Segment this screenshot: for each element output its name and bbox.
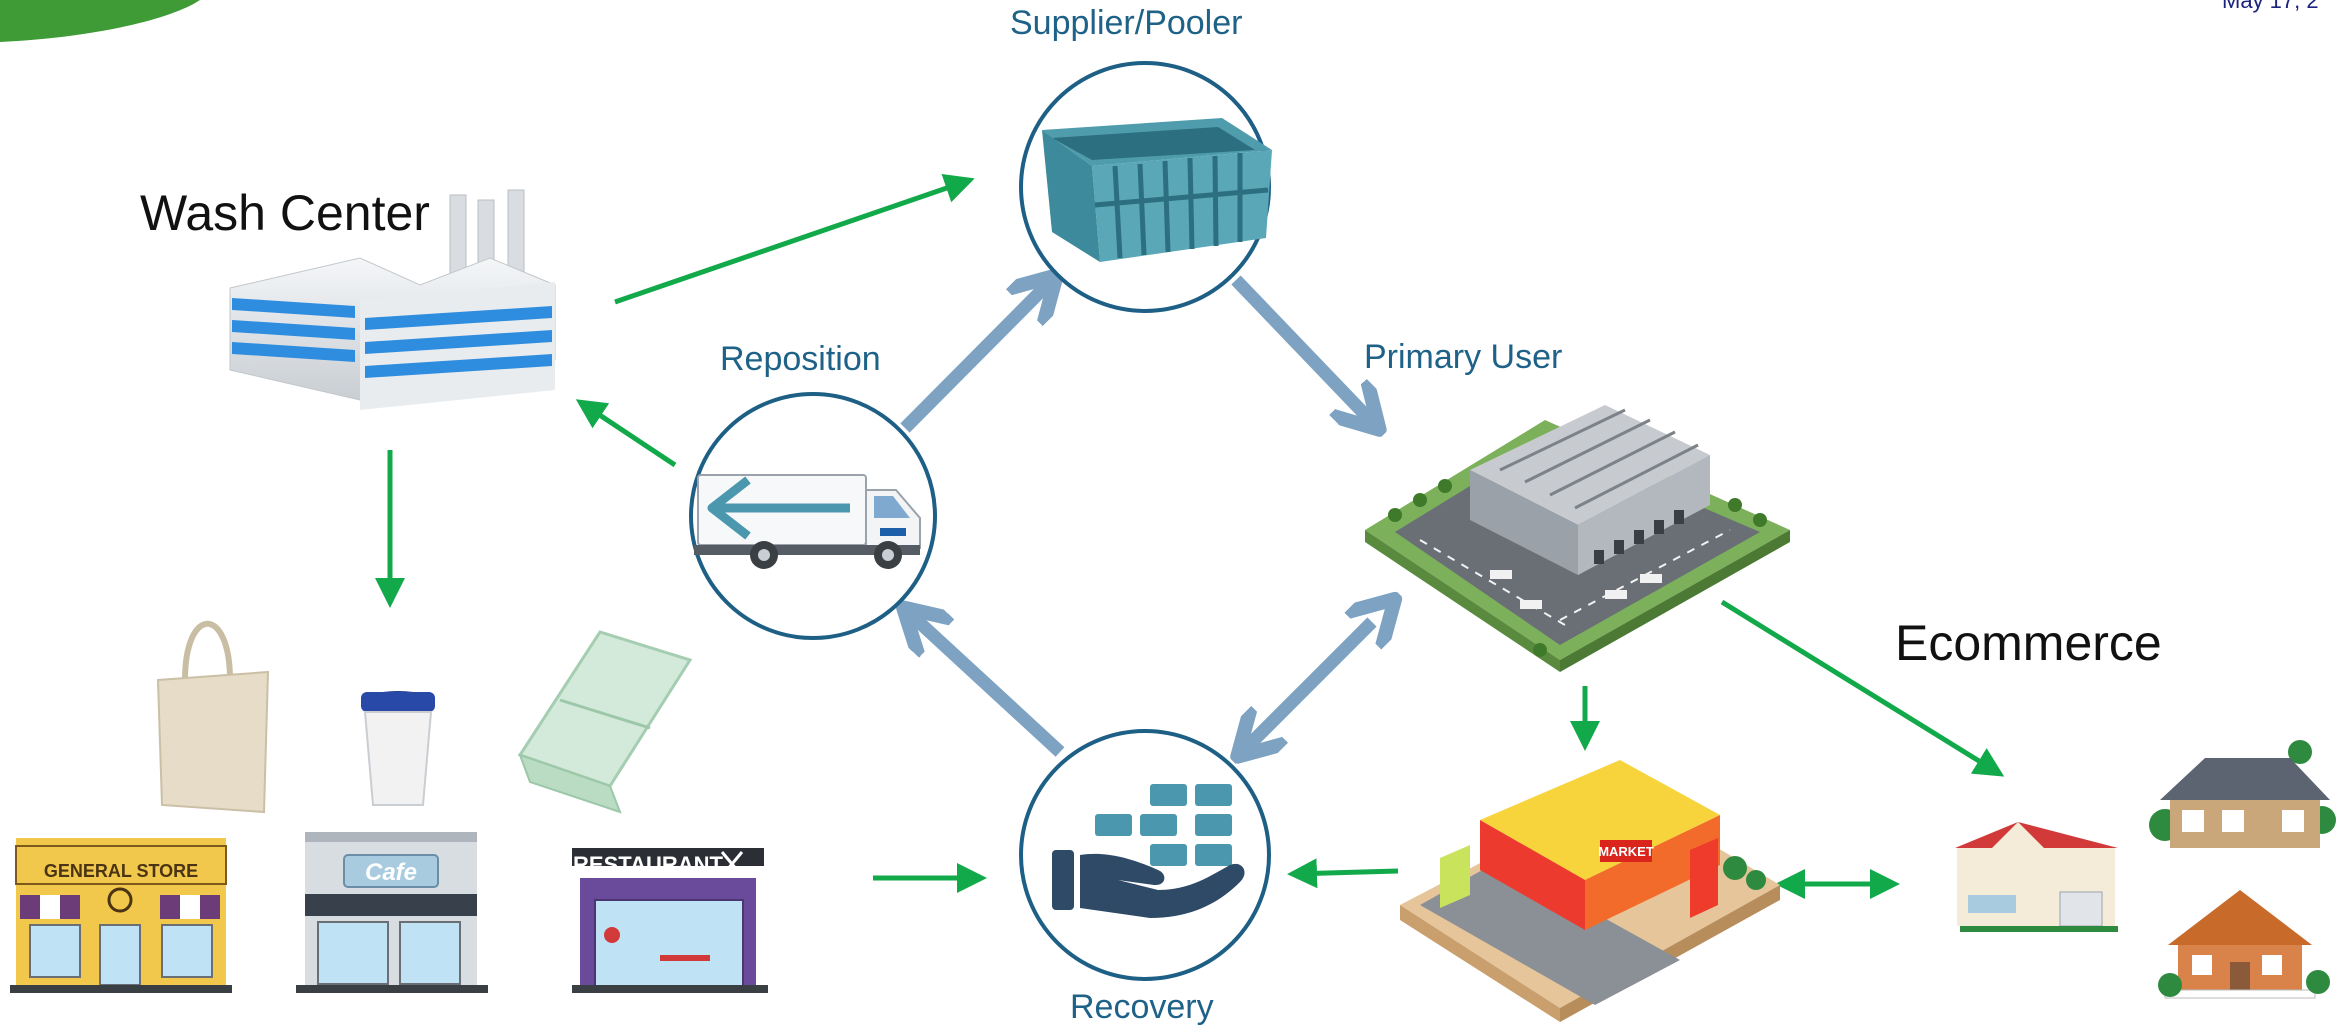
warehouse-complex-illustration — [1365, 405, 1790, 672]
supplier-pooler-label: Supplier/Pooler — [1010, 4, 1243, 42]
general-store-sign-text: GENERAL STORE — [44, 861, 198, 881]
arrow-primary-user-recovery-bidirectional — [1242, 622, 1372, 752]
supplier-pooler-node — [1019, 61, 1272, 313]
primary-user-label: Primary User — [1364, 338, 1563, 376]
date-header: May 17, 2 — [2222, 0, 2319, 13]
tote-bag-icon — [156, 620, 270, 814]
ecommerce-label: Ecommerce — [1895, 615, 2162, 671]
recovery-node — [1019, 729, 1271, 981]
factory-icon — [229, 189, 556, 410]
arrow-wash-center-to-supplier — [614, 173, 975, 305]
small-house-icon — [1955, 822, 2118, 932]
arrow-reposition-to-wash-center — [575, 399, 677, 468]
restaurant-sign-text: RESTAURANT — [573, 852, 723, 877]
arrow-supplier-to-primary-user — [1231, 275, 1375, 425]
arrow-market-to-recovery — [1287, 858, 1399, 889]
arrow-primary-user-to-ecommerce — [1720, 599, 2005, 777]
supermarket-illustration — [1400, 760, 1780, 1022]
wash-center-label: Wash Center — [140, 185, 430, 241]
fork-knife-icon — [720, 851, 744, 877]
brand-swoosh-logo — [0, 0, 200, 42]
market-sign-text: MARKET — [1598, 844, 1654, 859]
cafe-icon — [296, 832, 488, 993]
arrow-recovery-to-reposition — [908, 612, 1065, 757]
clamshell-container-icon — [517, 630, 693, 814]
general-store-icon — [10, 838, 232, 993]
arrow-reposition-to-supplier — [900, 280, 1052, 433]
reusable-cup-icon — [361, 691, 435, 806]
reposition-label: Reposition — [720, 340, 881, 378]
crate-icon — [1042, 118, 1272, 262]
cafe-sign-text: Cafe — [365, 859, 417, 886]
large-house-icon — [2149, 740, 2336, 848]
hand-with-blocks-icon — [1052, 784, 1245, 918]
truck-icon — [694, 474, 921, 569]
restaurant-icon — [572, 848, 768, 993]
reposition-node — [689, 392, 937, 640]
cottage-house-icon — [2158, 890, 2330, 999]
recovery-label: Recovery — [1070, 988, 1214, 1026]
